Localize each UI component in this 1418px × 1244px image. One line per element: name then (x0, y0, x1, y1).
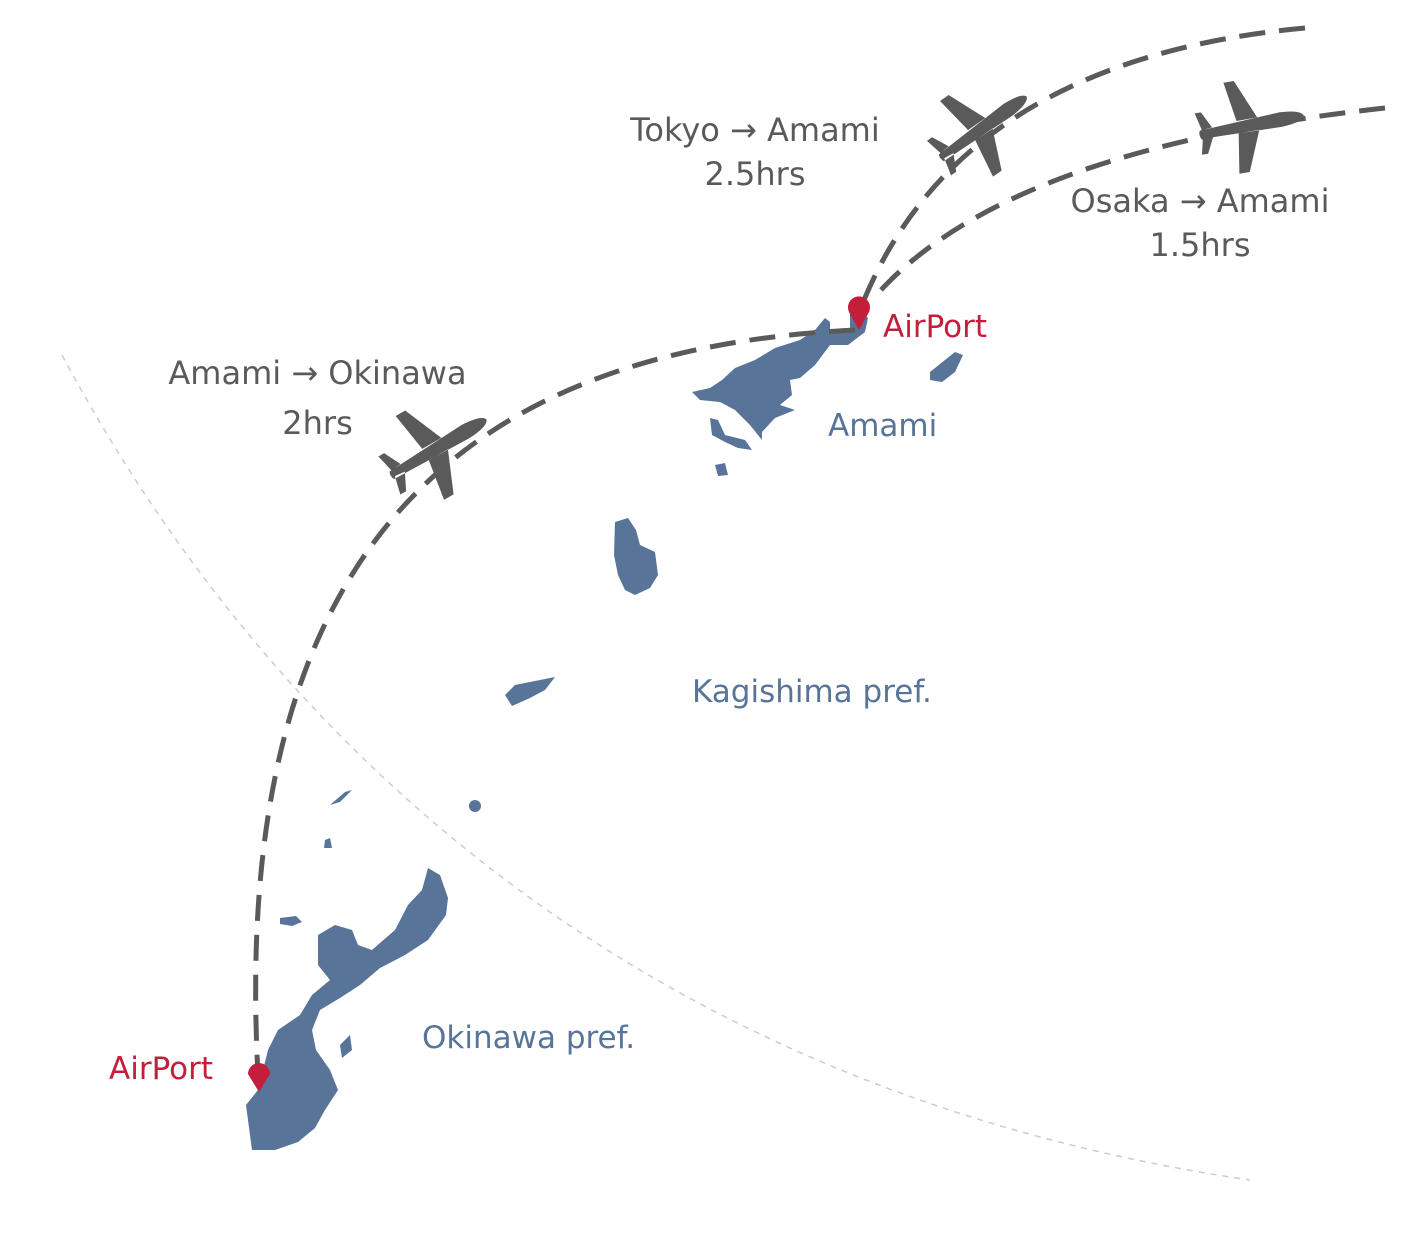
ie-island (280, 916, 302, 926)
route-duration: 1.5hrs (1149, 226, 1251, 264)
iheya-island (330, 790, 352, 805)
prefecture-boundary (61, 354, 1251, 1181)
route-duration: 2hrs (282, 404, 353, 442)
kikai-island (930, 352, 963, 382)
okinoerabu-island (505, 677, 555, 706)
route-destination: Okinawa (328, 354, 467, 392)
small-island (324, 838, 332, 848)
kakeroma-island (710, 418, 752, 450)
airport-label-okinawa: AirPort (109, 1051, 214, 1087)
islands (246, 300, 963, 1150)
airport-label-amami: AirPort (883, 309, 988, 345)
small-island (715, 463, 728, 476)
airplane-icon (912, 58, 1054, 196)
tokunoshima-island (614, 518, 658, 595)
airplane-icon (1190, 70, 1312, 180)
route-origin: Tokyo (630, 111, 720, 149)
arrow-icon: → (730, 111, 757, 149)
route-destination: Amami (767, 111, 880, 149)
region-label-amami: Amami (828, 408, 938, 444)
amami-oshima-island (692, 300, 868, 440)
route-origin: Osaka (1070, 182, 1170, 220)
route-amami-okinawa (253, 327, 856, 1076)
route-tokyo-amami (859, 25, 1306, 306)
region-label-okinawa: Okinawa pref. (422, 1020, 636, 1056)
arrow-icon: → (291, 354, 319, 392)
region-label-kagoshima: Kagishima pref. (692, 674, 932, 710)
okinawa-main-island (246, 868, 448, 1150)
route-label-amami-okinawa: Amami → Okinawa 2hrs (160, 348, 475, 448)
map-pin-icon (847, 296, 870, 330)
map-pin-icon (248, 1063, 270, 1092)
route-duration: 2.5hrs (704, 155, 806, 193)
route-destination: Amami (1216, 182, 1330, 220)
route-label-osaka: Osaka → Amami 1.5hrs (1065, 179, 1335, 267)
small-island (340, 1035, 352, 1058)
yoron-island (469, 800, 481, 812)
arrow-icon: → (1179, 182, 1207, 220)
route-origin: Amami (168, 354, 282, 392)
route-label-tokyo: Tokyo → Amami 2.5hrs (620, 108, 890, 196)
